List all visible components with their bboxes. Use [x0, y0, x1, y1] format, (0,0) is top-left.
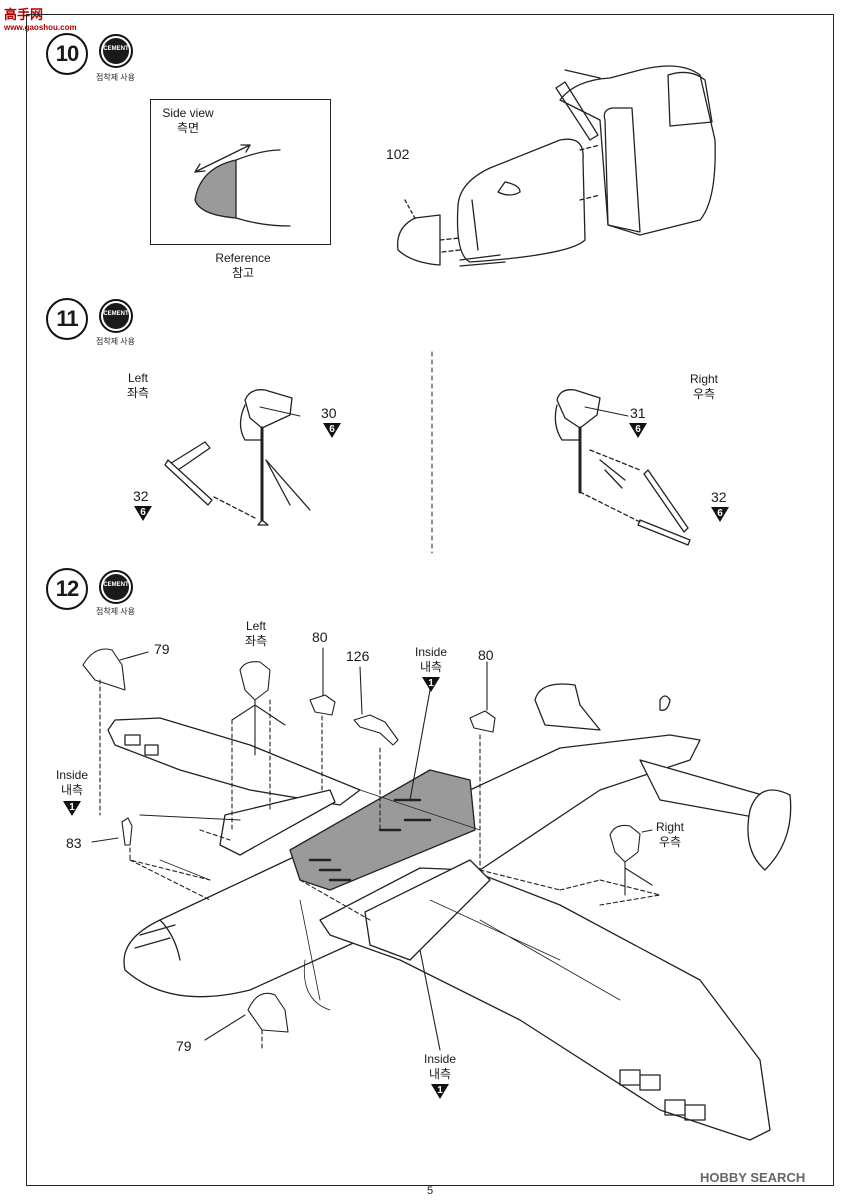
- left-gear-drawing: [164, 389, 311, 526]
- cement-icon: CEMENT: [99, 299, 133, 333]
- reference-box: [150, 99, 331, 245]
- watermark-top-left: 高手网 www.gaoshou.com: [4, 7, 77, 32]
- part-number-102: 102: [386, 146, 410, 162]
- cement-subtitle: 접착제 사용: [96, 337, 136, 346]
- part-number-32-right: 32: [711, 489, 727, 505]
- sprue-marker: 1: [431, 1084, 449, 1099]
- part-number-79-upper: 79: [154, 641, 170, 657]
- step12-parts: [82, 647, 661, 1051]
- sprue-marker: 1: [63, 801, 81, 816]
- side-view-diagram: [194, 144, 291, 227]
- part-number-79-lower: 79: [176, 1038, 192, 1054]
- part-number-83: 83: [66, 835, 82, 851]
- part-number-31: 31: [630, 405, 646, 421]
- nose-section-drawing: [396, 65, 716, 267]
- cement-icon: CEMENT: [99, 570, 133, 604]
- sprue-marker: 6: [711, 507, 729, 522]
- sprue-marker: 6: [323, 423, 341, 438]
- cement-subtitle: 접착제 사용: [96, 607, 136, 616]
- cement-icon: CEMENT: [99, 34, 133, 68]
- sprue-marker: 1: [422, 677, 440, 692]
- cement-subtitle: 접착제 사용: [96, 73, 136, 82]
- page-frame: [26, 14, 834, 1186]
- right-gear-drawing: [554, 389, 691, 546]
- page-number: 5: [426, 1185, 434, 1197]
- part-number-80-right: 80: [478, 647, 494, 663]
- sprue-marker: 6: [629, 423, 647, 438]
- part-number-30: 30: [321, 405, 337, 421]
- aircraft-drawing: [107, 683, 792, 1141]
- step-10-number: 10: [46, 33, 88, 75]
- part-number-32-left: 32: [133, 488, 149, 504]
- step-12-number: 12: [46, 568, 88, 610]
- watermark-bottom-right: HOBBY SEARCH: [700, 1170, 806, 1185]
- step-11-number: 11: [46, 298, 88, 340]
- sprue-marker: 6: [134, 506, 152, 521]
- part-number-126: 126: [346, 648, 370, 664]
- part-number-80-left: 80: [312, 629, 328, 645]
